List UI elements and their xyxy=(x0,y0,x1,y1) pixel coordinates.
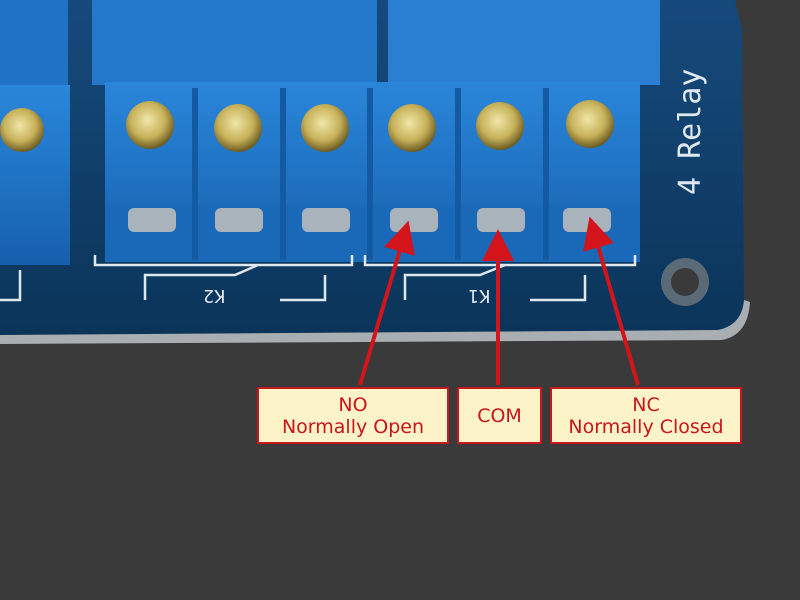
callout-com-abbrev: COM xyxy=(477,404,522,427)
callout-nc-full: Normally Closed xyxy=(568,415,724,438)
screw-2 xyxy=(214,104,262,152)
relay-label-k1: K1 xyxy=(468,285,490,306)
pcb-edge xyxy=(0,300,750,344)
arrow-no xyxy=(358,220,415,386)
callout-normally-open: NO Normally Open xyxy=(257,387,449,444)
screw-4 xyxy=(388,104,436,152)
screw-5 xyxy=(476,102,524,150)
callout-normally-closed: NC Normally Closed xyxy=(550,387,742,444)
screw-left-partial xyxy=(0,108,44,152)
terminal-screws xyxy=(126,100,614,152)
board-side-label: 4 Relay xyxy=(673,69,708,195)
relay-body-right xyxy=(388,0,660,85)
arrow-nc xyxy=(583,216,640,386)
callout-common: COM xyxy=(457,387,542,444)
callout-nc-abbrev: NC xyxy=(632,393,660,416)
callout-arrows xyxy=(358,216,640,386)
terminal-separators xyxy=(192,88,549,260)
callout-no-abbrev: NO xyxy=(338,393,368,416)
screw-3 xyxy=(301,104,349,152)
relay-label-k2: K2 xyxy=(203,285,225,306)
relay-body-left xyxy=(0,0,68,85)
screw-6 xyxy=(566,100,614,148)
mounting-hole-inner xyxy=(671,268,699,296)
callout-no-full: Normally Open xyxy=(281,415,425,438)
relay-body-center xyxy=(92,0,377,85)
screw-1 xyxy=(126,101,174,149)
